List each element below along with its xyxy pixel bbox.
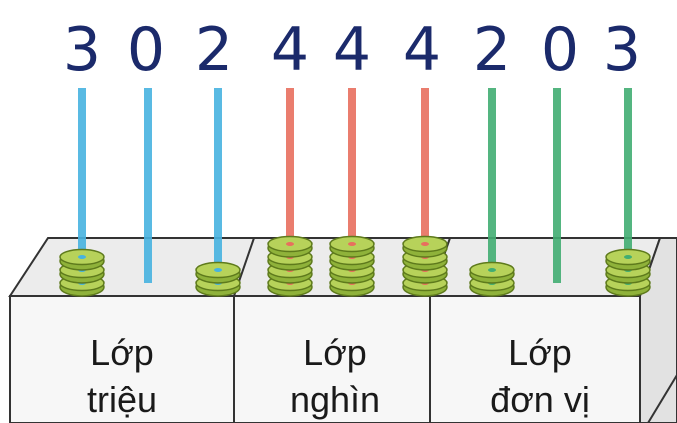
abacus-bead [469,261,515,284]
box-edge-slash [647,374,677,423]
abacus-rod [553,88,561,283]
abacus-rod [214,88,222,283]
abacus-rod [144,88,152,283]
digit: 0 [127,15,165,85]
digit: 2 [473,15,511,85]
digit: 4 [333,15,371,85]
digit: 3 [63,15,101,85]
abacus-rod [421,88,429,283]
abacus-bead [402,235,448,258]
digit: 3 [603,15,641,85]
digit: 4 [403,15,441,85]
label-donvi-line1: Lớp [508,332,572,373]
label-trieu-line2: triệu [87,379,157,420]
abacus-rod [286,88,294,283]
label-nghin-line2: nghìn [290,379,380,420]
label-trieu-line1: Lớp [90,332,154,373]
abacus-bead [329,235,375,258]
abacus-rod [624,88,632,283]
abacus-rods [59,88,651,297]
abacus-rod [348,88,356,283]
abacus-bead [195,261,241,284]
box-front-face [9,295,641,423]
divider-trieu-nghin [233,237,255,423]
label-donvi-line2: đơn vị [490,379,590,420]
abacus-bead [267,235,313,258]
digit: 2 [195,15,233,85]
class-labels: Lớp triệu Lớp nghìn Lớp đơn vị [87,332,590,420]
abacus-rod [488,88,496,283]
abacus-bead [605,248,651,271]
abacus-rod [78,88,86,283]
digit: 4 [271,15,309,85]
label-nghin-line1: Lớp [303,332,367,373]
digit: 0 [541,15,579,85]
abacus-bead [59,248,105,271]
